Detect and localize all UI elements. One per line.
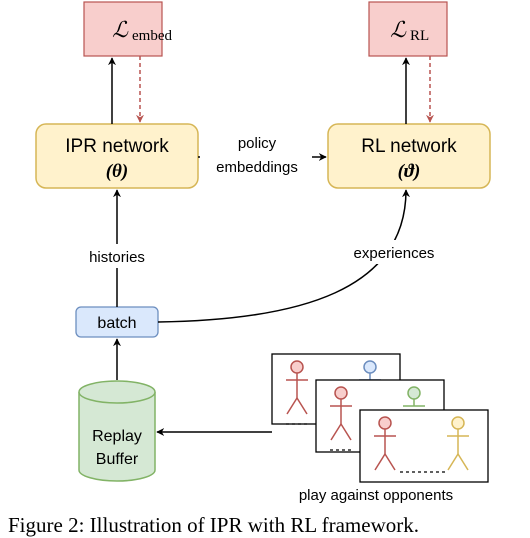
opponents-label: play against opponents (299, 487, 453, 504)
histories-label-bg (74, 244, 160, 268)
ipr-network-param: (θ) (106, 161, 129, 182)
loss-embed-box: ℒ embed (83, 1, 172, 57)
replay-buffer-cylinder: Replay Buffer (78, 380, 156, 482)
loss-embed-subscript: embed (132, 28, 172, 44)
opponent-frame-3 (330, 409, 489, 483)
batch-box: batch (75, 306, 159, 338)
experiences-arrow (157, 189, 410, 323)
experiences-label: experiences (354, 245, 435, 262)
buffer-label: Buffer (96, 451, 139, 468)
rl-network-param: (ϑ) (398, 161, 421, 182)
policy-label: policy (238, 135, 277, 152)
policy-label-bg (200, 131, 312, 175)
experiences-label-bg (340, 240, 448, 264)
yellow-agent-icon (447, 416, 469, 471)
ipr-network-title: IPR network (65, 136, 169, 157)
embeddings-label: embeddings (216, 159, 298, 176)
red-agent-icon (330, 386, 352, 441)
histories-label: histories (89, 249, 145, 266)
loss-embed-symbol: ℒ (112, 17, 129, 42)
rl-network-box: RL network (ϑ) (327, 123, 491, 189)
ipr-network-box: IPR network (θ) (35, 123, 199, 189)
loss-rl-subscript: RL (410, 28, 429, 44)
green-agent-icon (403, 386, 425, 407)
replay-label: Replay (92, 428, 142, 445)
batch-label: batch (97, 315, 136, 332)
red-agent-icon (286, 360, 308, 415)
rl-network-title: RL network (361, 136, 457, 157)
loss-rl-box: ℒ RL (368, 1, 448, 57)
figure-caption: Figure 2: Illustration of IPR with RL fr… (8, 513, 419, 537)
red-agent-icon (374, 416, 396, 471)
loss-rl-symbol: ℒ (390, 17, 407, 42)
